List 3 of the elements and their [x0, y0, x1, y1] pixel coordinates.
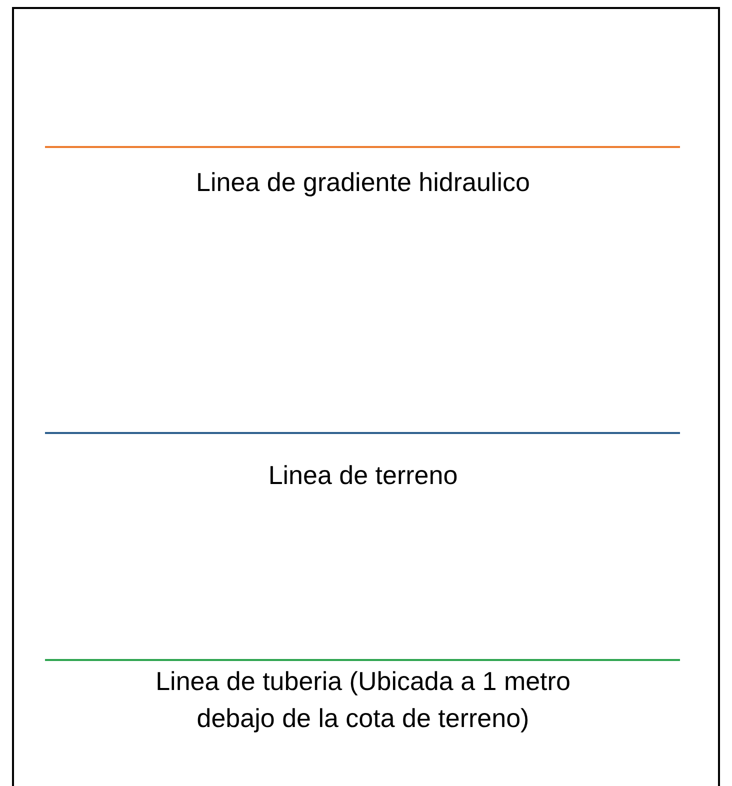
line-label: Linea de gradiente hidraulico: [195, 166, 531, 199]
line-label: Linea de tuberia (Ubicada a 1 metro debajo de la cota de terreno): [154, 665, 572, 735]
line-label: Linea de terreno: [267, 459, 459, 492]
